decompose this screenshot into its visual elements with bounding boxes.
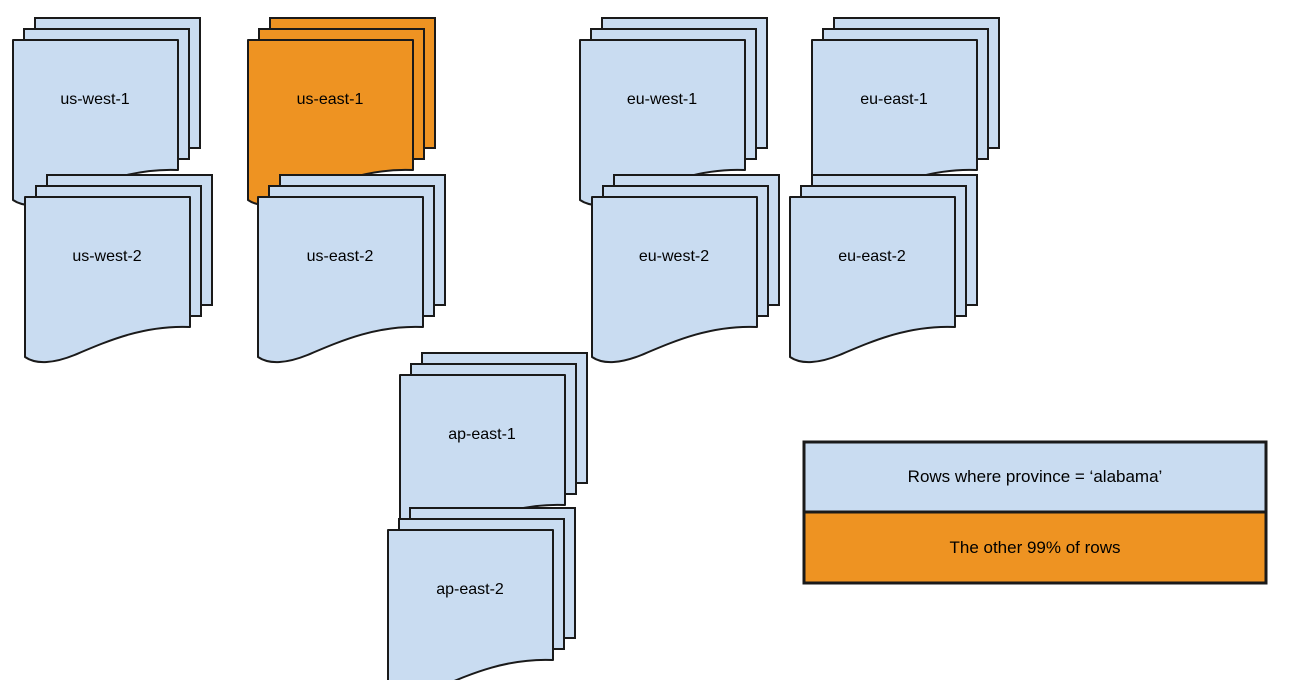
stack-sheet-front: [257, 196, 424, 363]
document-stack-eu-east-1[interactable]: [811, 17, 1000, 206]
legend: [802, 440, 1268, 585]
stack-sheet-front: [387, 529, 554, 685]
document-stack-us-east-1[interactable]: [247, 17, 436, 206]
document-stack-eu-west-2[interactable]: [591, 174, 780, 363]
stack-sheet-front: [789, 196, 956, 363]
legend-row-other: [802, 510, 1268, 585]
document-stack-eu-west-1[interactable]: [579, 17, 768, 206]
document-stack-ap-east-2[interactable]: [387, 507, 576, 685]
document-stack-us-east-2[interactable]: [257, 174, 446, 363]
document-stack-ap-east-1[interactable]: [399, 352, 588, 541]
document-stack-us-west-2[interactable]: [24, 174, 213, 363]
stack-sheet-front: [591, 196, 758, 363]
stack-sheet-front: [24, 196, 191, 363]
document-stack-eu-east-2[interactable]: [789, 174, 978, 363]
legend-row-alabama: [802, 440, 1268, 514]
